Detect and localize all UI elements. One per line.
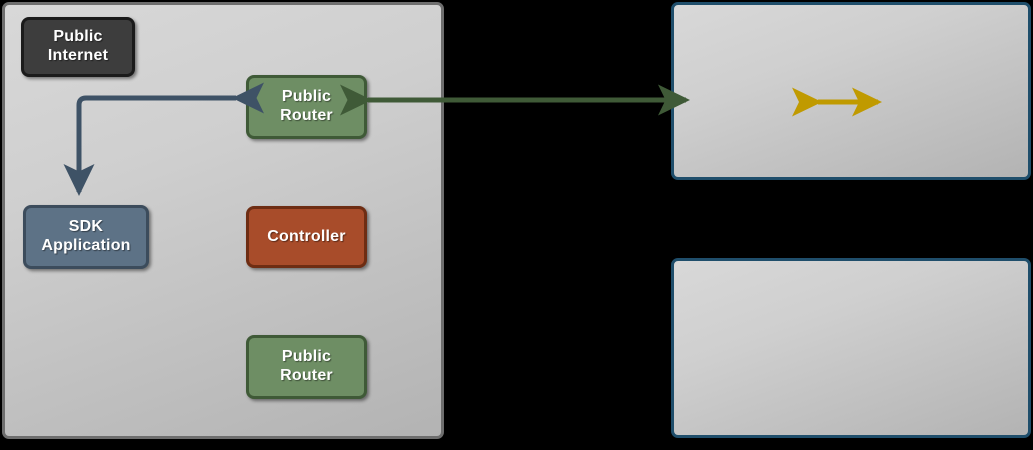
public-router-top-label-line2: Router [280, 107, 333, 124]
public-router-bottom-label-line2: Router [280, 367, 333, 384]
sdk-application-label-line2: Application [41, 237, 131, 254]
private-network-2-panel: Private Network 2 Private Router Applica… [671, 258, 1031, 438]
public-internet-label-line1: Public [53, 28, 103, 46]
public-internet-label-line2: Internet [47, 47, 109, 64]
public-network-panel: Public Internet Public Router SDK Applic… [2, 2, 444, 439]
node-public-internet[interactable]: Public Internet [21, 17, 135, 77]
node-sdk-application[interactable]: SDK Application [23, 205, 149, 269]
node-controller[interactable]: Controller [246, 206, 367, 268]
private-network-1-panel: Private Network 1 Private Router Applica… [671, 2, 1031, 180]
public-router-top-label-line1: Public [281, 88, 332, 106]
public-router-bottom-label-line1: Public [281, 348, 332, 366]
controller-label: Controller [267, 227, 346, 245]
sdk-application-label-line1: SDK [68, 218, 104, 236]
node-public-router-top[interactable]: Public Router [246, 75, 367, 139]
node-public-router-bottom[interactable]: Public Router [246, 335, 367, 399]
